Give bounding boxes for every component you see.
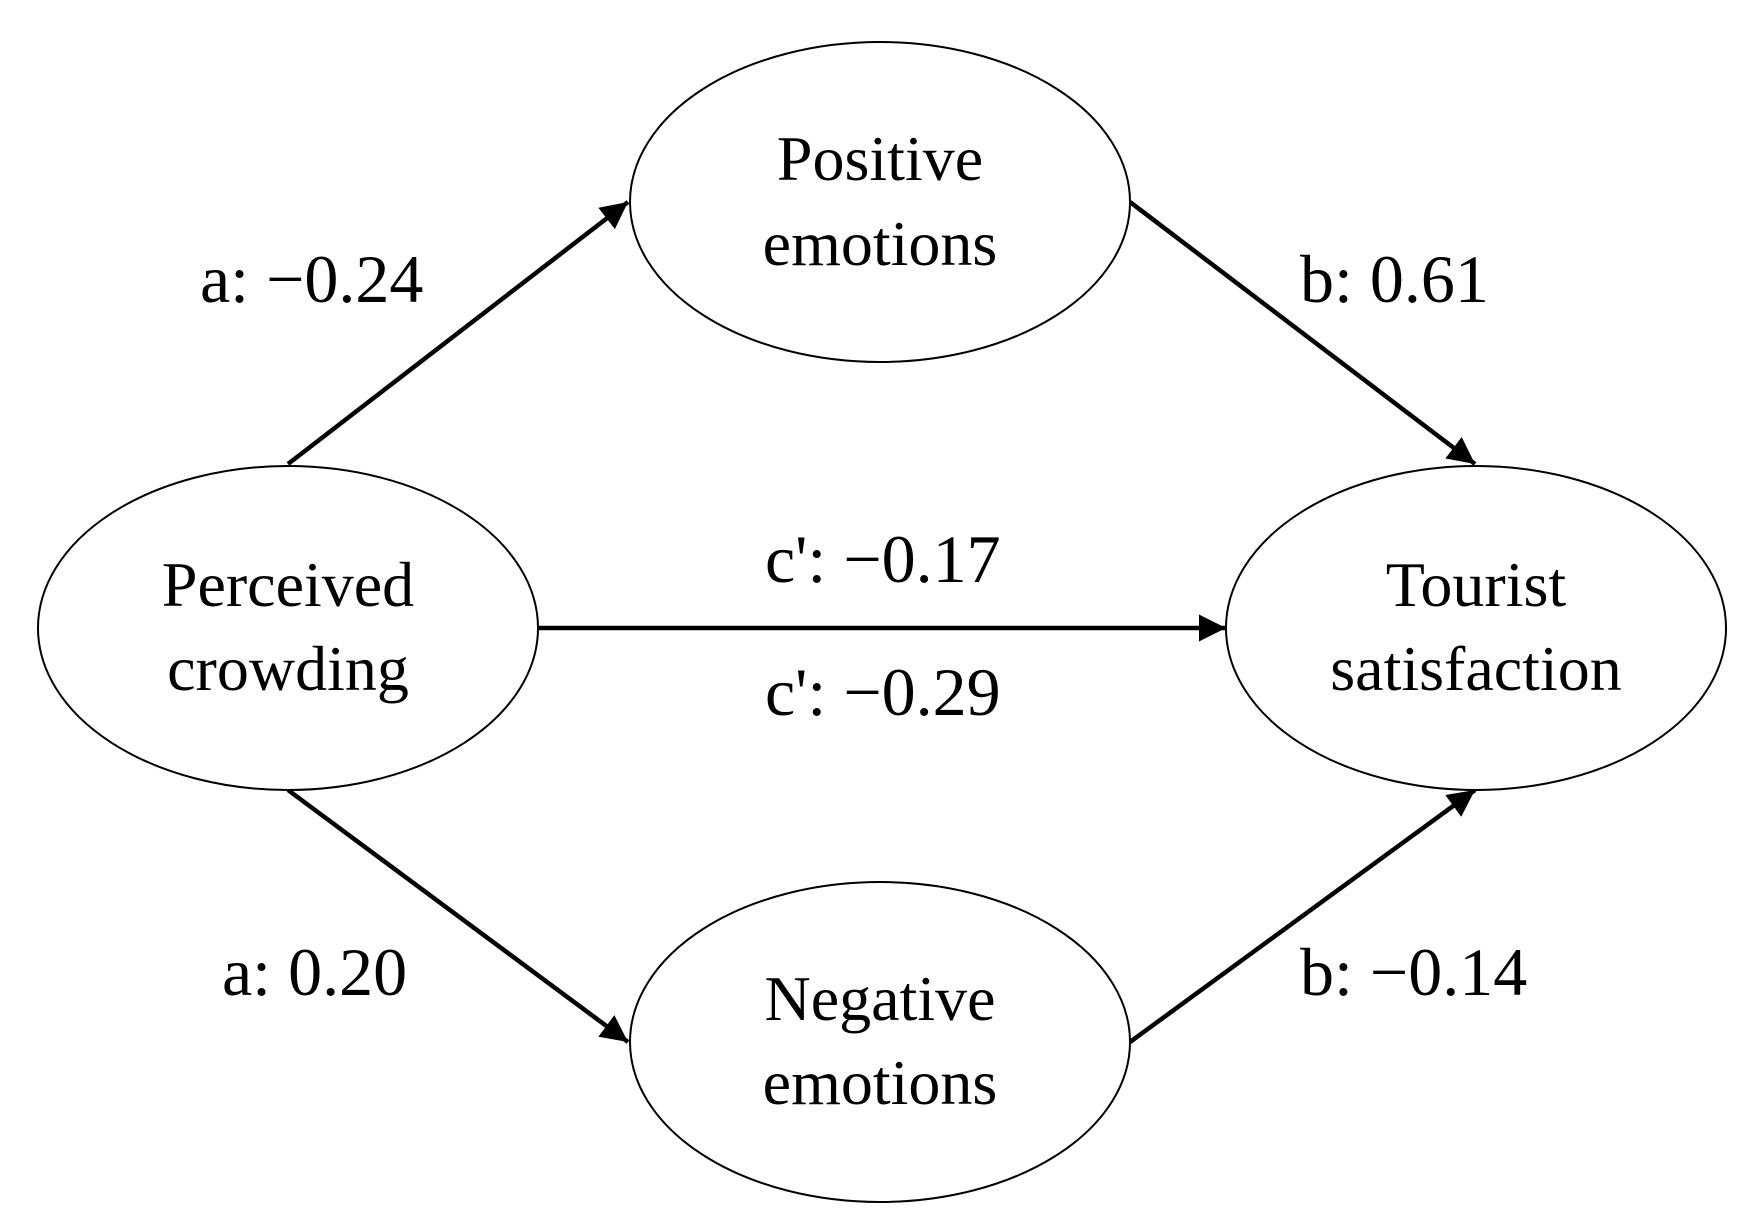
label-a-positive: a: −0.24 — [200, 241, 423, 317]
arrow-crowding-to-negative — [286, 788, 630, 1044]
label-c-prime-lower: c': −0.29 — [765, 654, 1001, 730]
label-b-positive: b: 0.61 — [1300, 241, 1489, 317]
node-positive-emotions-line1: Positive — [777, 123, 983, 194]
arrow-crowding-to-positive — [286, 200, 630, 466]
node-negative-emotions-line1: Negative — [765, 963, 996, 1034]
node-positive-emotions-line2: emotions — [763, 208, 998, 279]
label-c-prime-upper: c': −0.17 — [765, 521, 1001, 597]
node-tourist-satisfaction-line2: satisfaction — [1330, 633, 1621, 704]
arrow-positive-to-satisfaction — [1128, 200, 1477, 466]
node-perceived-crowding-line2: crowding — [167, 633, 409, 704]
label-b-negative: b: −0.14 — [1300, 934, 1527, 1010]
node-perceived-crowding: Perceived crowding — [37, 465, 539, 791]
node-perceived-crowding-line1: Perceived — [162, 549, 414, 620]
node-negative-emotions-line2: emotions — [763, 1047, 998, 1118]
label-a-negative: a: 0.20 — [222, 934, 407, 1010]
node-tourist-satisfaction-line1: Tourist — [1386, 549, 1567, 620]
node-negative-emotions: Negative emotions — [629, 881, 1131, 1203]
arrow-negative-to-satisfaction — [1128, 788, 1477, 1044]
node-tourist-satisfaction: Tourist satisfaction — [1225, 465, 1727, 791]
node-positive-emotions: Positive emotions — [629, 41, 1131, 363]
